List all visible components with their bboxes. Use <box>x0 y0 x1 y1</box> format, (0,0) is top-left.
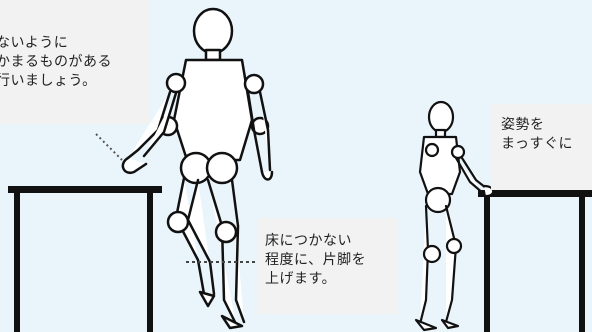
callout-right-line-2: まっすぐに <box>501 136 573 152</box>
right-table <box>478 190 592 332</box>
callout-middle-line-3: 上げます。 <box>265 271 337 287</box>
callout-right-line-1: 姿勢を <box>501 117 545 133</box>
callout-middle-line-2: 程度に、片脚を <box>265 252 367 268</box>
figure-one-leg-stance <box>121 7 274 330</box>
callout-left-line-1: ないように <box>0 35 69 51</box>
figure-posture <box>414 100 495 332</box>
callout-middle-line-1: 床につかない <box>265 233 352 249</box>
callout-left-line-3: 行いましょう。 <box>0 73 97 89</box>
callout-left-note: ないように かまるものがある 行いましょう。 <box>0 0 150 124</box>
callout-right-note: 姿勢を まっすぐに <box>491 104 592 190</box>
hand-guide-line <box>95 133 123 161</box>
callout-left-line-2: かまるものがある <box>0 54 112 70</box>
callout-middle-note: 床につかない 程度に、片脚を 上げます。 <box>257 218 398 314</box>
left-table <box>8 186 162 332</box>
